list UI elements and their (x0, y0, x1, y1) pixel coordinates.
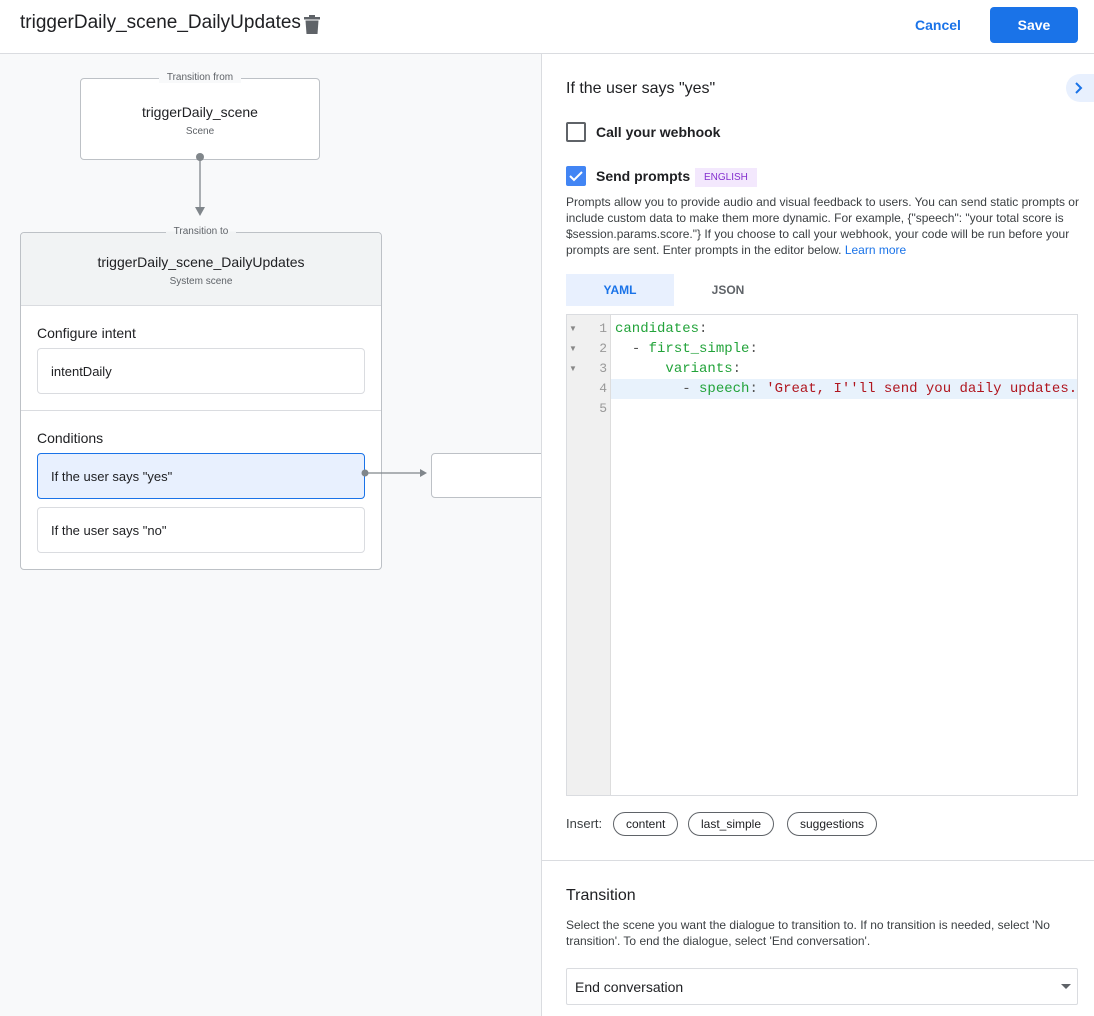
scene-canvas: Transition from triggerDaily_scene Scene… (0, 54, 542, 1016)
node-type: System scene (169, 276, 233, 287)
trash-icon[interactable] (304, 15, 320, 34)
prompts-description: Prompts allow you to provide audio and v… (566, 194, 1081, 258)
line-number: 2 (599, 341, 607, 356)
language-badge: ENGLISH (695, 168, 757, 187)
node-type: Scene (185, 126, 215, 137)
check-icon (569, 171, 583, 182)
page-title: triggerDaily_scene_DailyUpdates (20, 12, 301, 33)
configure-intent-label: Configure intent (37, 325, 136, 341)
condition-yes[interactable]: If the user says "yes" (37, 453, 365, 499)
code-line: - first_simple: (631, 341, 758, 357)
line-number: 3 (599, 361, 607, 376)
insert-chip-suggestions[interactable]: suggestions (787, 812, 878, 836)
divider (542, 860, 1094, 861)
code-line: - speech: 'Great, I''ll send you daily u… (682, 381, 1077, 397)
code-line: candidates: (615, 321, 708, 337)
code-editor[interactable]: ▼ ▼ ▼ 1 2 3 4 5 candidates: - first_simp… (566, 314, 1078, 796)
code-line: variants: (665, 361, 742, 377)
tab-json[interactable]: JSON (711, 283, 745, 297)
transition-title: Transition (566, 887, 636, 904)
description-text: Prompts allow you to provide audio and v… (566, 195, 1079, 257)
transition-select-value: End conversation (575, 978, 684, 995)
target-node-placeholder[interactable] (431, 453, 541, 498)
send-prompts-checkbox[interactable] (566, 166, 586, 186)
intent-item[interactable]: intentDaily (37, 348, 365, 394)
node-name: triggerDaily_scene_DailyUpdates (97, 254, 305, 270)
transition-select[interactable]: End conversation (566, 968, 1078, 1005)
fold-icon[interactable]: ▼ (569, 324, 577, 333)
transition-description: Select the scene you want the dialogue t… (566, 918, 1050, 948)
webhook-checkbox[interactable] (566, 122, 586, 142)
header: triggerDaily_scene_DailyUpdates Cancel S… (0, 0, 1094, 54)
line-number: 5 (599, 401, 607, 416)
fold-icon[interactable]: ▼ (569, 364, 577, 373)
chevron-right-icon (1075, 82, 1083, 94)
condition-panel: If the user says "yes" Call your webhook… (542, 54, 1094, 1016)
insert-label: Insert: (566, 816, 603, 831)
insert-chip-last-simple[interactable]: last_simple (688, 812, 775, 836)
connector-arrow (195, 153, 205, 216)
transition-from-node[interactable]: Transition from triggerDaily_scene Scene (80, 72, 320, 160)
panel-title: If the user says "yes" (566, 80, 716, 97)
webhook-label: Call your webhook (596, 124, 721, 140)
line-number: 1 (599, 321, 607, 336)
collapse-panel-button[interactable] (1066, 74, 1094, 102)
fold-icon[interactable]: ▼ (569, 344, 577, 353)
condition-connector (361, 469, 427, 477)
line-number: 4 (599, 381, 607, 396)
node-legend: Transition to (165, 226, 237, 237)
transition-to-node: Transition to triggerDaily_scene_DailyUp… (20, 226, 382, 570)
dropdown-arrow-icon (1061, 984, 1071, 989)
save-button[interactable]: Save (990, 7, 1078, 43)
cancel-button[interactable]: Cancel (915, 17, 961, 33)
learn-more-link[interactable]: Learn more (844, 243, 907, 257)
node-name: triggerDaily_scene (142, 104, 258, 120)
send-prompts-label: Send prompts (596, 168, 691, 184)
conditions-label: Conditions (37, 430, 104, 446)
tab-yaml[interactable]: YAML (566, 274, 674, 306)
condition-no[interactable]: If the user says "no" (37, 507, 365, 553)
node-legend: Transition from (158, 72, 242, 83)
editor-gutter (567, 315, 611, 795)
insert-chip-content[interactable]: content (613, 812, 679, 836)
